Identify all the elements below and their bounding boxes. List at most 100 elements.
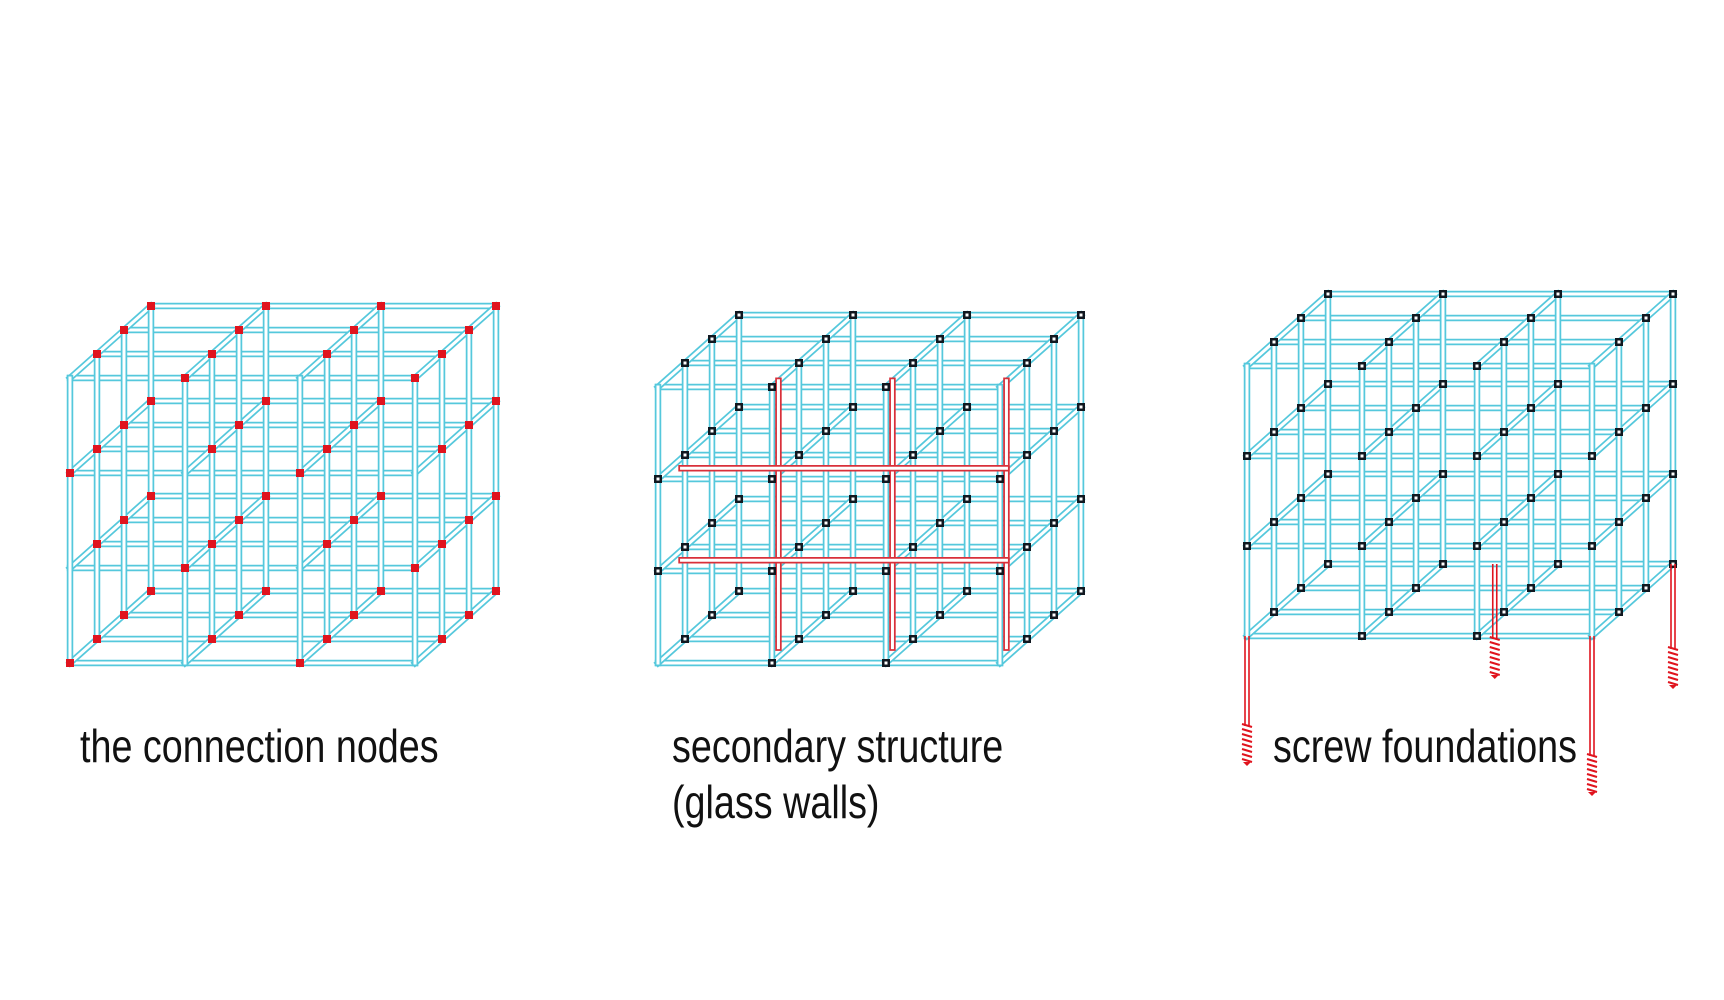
connection-node-core	[1272, 340, 1276, 344]
connection-node	[66, 659, 74, 667]
connection-node	[262, 587, 270, 595]
frame-beam-core	[1359, 561, 1446, 639]
connection-node-core	[1245, 544, 1249, 548]
connection-node	[350, 326, 358, 334]
connection-node	[296, 469, 304, 477]
connection-node-core	[1052, 521, 1056, 525]
frame-beam-core	[769, 588, 856, 666]
connection-node-core	[1475, 454, 1479, 458]
connection-node	[492, 587, 500, 595]
frame-beam-core	[655, 588, 742, 666]
caption-line: the connection nodes	[80, 720, 439, 772]
connection-node-core	[710, 613, 714, 617]
frame-beam-core	[67, 398, 154, 476]
connection-node-core	[656, 477, 660, 481]
connection-node	[235, 611, 243, 619]
connection-node-core	[1326, 292, 1330, 296]
connection-node-core	[1590, 454, 1594, 458]
frame-beam-core	[655, 404, 742, 482]
connection-node	[323, 635, 331, 643]
connection-node-core	[1079, 405, 1083, 409]
connection-node-core	[656, 569, 660, 573]
connection-node-core	[998, 477, 1002, 481]
connection-node-core	[1414, 316, 1418, 320]
screw-tip	[1243, 762, 1251, 766]
connection-node-core	[1414, 586, 1418, 590]
connection-node-core	[1617, 430, 1621, 434]
frame-beam-core	[182, 493, 269, 571]
frame-beam-core	[1589, 561, 1676, 639]
connection-node-core	[851, 313, 855, 317]
connection-node	[208, 540, 216, 548]
connection-node	[350, 516, 358, 524]
connection-node-core	[1272, 520, 1276, 524]
connection-node-core	[1556, 472, 1560, 476]
connection-node-core	[824, 337, 828, 341]
connection-node	[235, 516, 243, 524]
connection-node-core	[1079, 589, 1083, 593]
connection-node	[492, 492, 500, 500]
connection-node	[147, 397, 155, 405]
connection-node-core	[1617, 340, 1621, 344]
connection-node-core	[998, 569, 1002, 573]
screw-thread	[1241, 723, 1253, 763]
frame-beam-core	[1589, 381, 1676, 459]
frame-beam-core	[1359, 471, 1446, 549]
connection-node-core	[884, 661, 888, 665]
connection-node-core	[1052, 613, 1056, 617]
connection-node	[350, 611, 358, 619]
connection-node-core	[770, 661, 774, 665]
connection-node-core	[824, 429, 828, 433]
connection-node-core	[1475, 364, 1479, 368]
connection-node-core	[1360, 634, 1364, 638]
connection-node	[262, 397, 270, 405]
connection-node-core	[824, 613, 828, 617]
screw-thread	[1489, 636, 1501, 676]
connection-node	[93, 635, 101, 643]
connection-node-core	[911, 545, 915, 549]
connection-node-core	[884, 385, 888, 389]
connection-node-core	[1025, 545, 1029, 549]
connection-node	[262, 492, 270, 500]
connection-node-core	[911, 453, 915, 457]
connection-node	[411, 374, 419, 382]
connection-node-core	[1025, 637, 1029, 641]
connection-node-core	[938, 613, 942, 617]
frame-beam-core	[1244, 381, 1331, 459]
frame-beam-core	[412, 588, 499, 666]
connection-node	[147, 587, 155, 595]
frame-beam-core	[1474, 381, 1561, 459]
connection-node-core	[1326, 382, 1330, 386]
connection-node	[377, 397, 385, 405]
connection-node	[120, 516, 128, 524]
connection-node	[377, 587, 385, 595]
connection-node	[465, 611, 473, 619]
connection-node	[323, 540, 331, 548]
connection-node-core	[851, 589, 855, 593]
connection-node	[296, 659, 304, 667]
connection-node-core	[965, 405, 969, 409]
connection-node	[66, 469, 74, 477]
connection-node-core	[1556, 562, 1560, 566]
connection-node-core	[824, 521, 828, 525]
screw-tip	[1588, 792, 1596, 796]
frame-beam-core	[1474, 291, 1561, 369]
connection-node-core	[965, 497, 969, 501]
connection-node-core	[737, 313, 741, 317]
frame-beam-core	[1244, 561, 1331, 639]
connection-node	[465, 326, 473, 334]
connection-node	[438, 350, 446, 358]
connection-node	[93, 350, 101, 358]
connection-node	[350, 421, 358, 429]
caption-screw-foundations: screw foundations	[1273, 718, 1577, 774]
connection-node-core	[737, 405, 741, 409]
connection-node-core	[737, 589, 741, 593]
connection-node-core	[911, 637, 915, 641]
connection-node	[120, 326, 128, 334]
frame-beam-core	[655, 496, 742, 574]
connection-node-core	[1671, 472, 1675, 476]
screw-thread	[1667, 646, 1679, 686]
connection-node-core	[1644, 586, 1648, 590]
frame-beam-core	[297, 493, 384, 571]
connection-node-core	[1360, 454, 1364, 458]
